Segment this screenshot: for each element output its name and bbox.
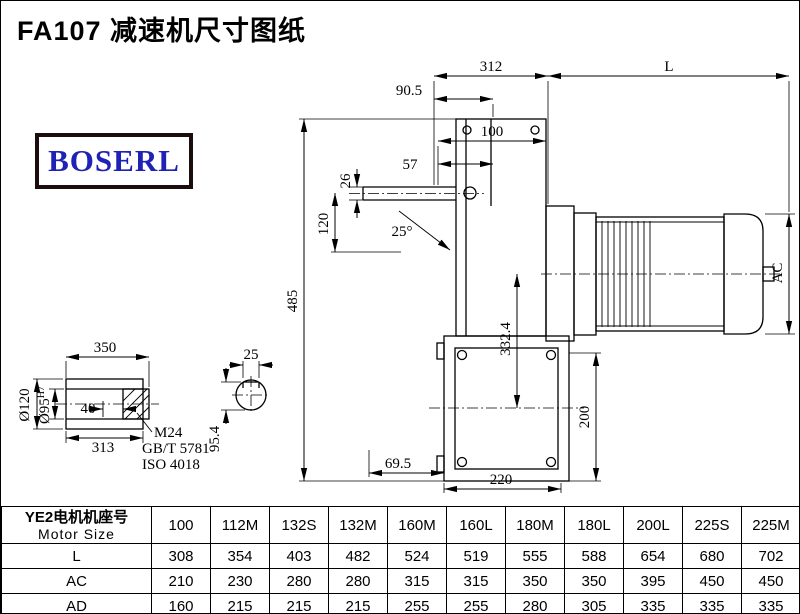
shaft-hatching: [102, 388, 153, 433]
dim-90-5: 90.5: [396, 83, 422, 99]
col-header: 112M: [210, 506, 270, 544]
shaft-end-view: [235, 379, 267, 411]
cell: 395: [623, 568, 683, 594]
cell: 335: [623, 593, 683, 613]
technical-drawing: 312 L 90.5 100 57 26 120 25° 485 AC 332.…: [17, 59, 795, 493]
cell: 555: [505, 543, 565, 569]
motor-size-header-cell: YE2电机机座号 Motor Size: [1, 506, 152, 544]
col-header: 225S: [682, 506, 742, 544]
page-title: FA107 减速机尺寸图纸: [17, 16, 307, 46]
dim-200: 200: [577, 406, 593, 429]
dim-25deg: 25°: [392, 224, 413, 240]
boserl-logo: BOSERL: [35, 133, 193, 189]
label-iso: ISO 4018: [142, 457, 200, 473]
motor-size-table: YE2电机机座号 Motor Size 100 112M 132S 132M 1…: [1, 506, 799, 613]
table-row: AC 210 230 280 280 315 315 350 350 395 4…: [1, 568, 799, 594]
cell: 315: [446, 568, 506, 594]
motor-size-label-cn: YE2电机机座号: [24, 508, 129, 526]
cell: 255: [387, 593, 447, 613]
dim-dia95h7: Ø95H7: [36, 386, 53, 424]
dim-L: L: [664, 59, 673, 75]
cell: 280: [505, 593, 565, 613]
col-header: 180L: [564, 506, 624, 544]
dim-313: 313: [92, 440, 115, 456]
cell: 230: [210, 568, 270, 594]
cell: 215: [210, 593, 270, 613]
dim-AC: AC: [770, 263, 786, 284]
col-header: 160M: [387, 506, 447, 544]
extension-lines-main: [299, 81, 795, 493]
cell: 308: [151, 543, 211, 569]
col-header: 100: [151, 506, 211, 544]
row-label: AD: [1, 593, 152, 613]
cell: 588: [564, 543, 624, 569]
cell: 702: [741, 543, 799, 569]
dim-220: 220: [490, 472, 513, 488]
row-label: AC: [1, 568, 152, 594]
col-header: 160L: [446, 506, 506, 544]
boserl-logo-text: BOSERL: [48, 143, 180, 178]
dimension-lines-main: [300, 72, 793, 493]
cell: 255: [446, 593, 506, 613]
dim-95-4: 95.4: [207, 425, 223, 452]
cell: 350: [505, 568, 565, 594]
cell: 210: [151, 568, 211, 594]
dim-57: 57: [403, 157, 419, 173]
motor: [545, 205, 775, 342]
label-m24: M24: [154, 425, 183, 441]
dim-332-4: 332.4: [498, 322, 514, 356]
cell: 280: [328, 568, 388, 594]
cell: 482: [328, 543, 388, 569]
extension-lines-detail: [33, 361, 260, 443]
dim-312: 312: [480, 59, 503, 75]
cell: 680: [682, 543, 742, 569]
dim-485: 485: [285, 290, 301, 313]
cell: 519: [446, 543, 506, 569]
dimension-lines-detail: [33, 353, 273, 442]
dim-69-5: 69.5: [385, 456, 411, 472]
cell: 215: [269, 593, 329, 613]
cell: 160: [151, 593, 211, 613]
col-header: 132M: [328, 506, 388, 544]
col-header: 132S: [269, 506, 329, 544]
table-row: AD 160 215 215 215 255 255 280 305 335 3…: [1, 593, 799, 613]
cell: 315: [387, 568, 447, 594]
centerlines: [349, 193, 781, 409]
col-header: 200L: [623, 506, 683, 544]
dim-dia120: Ø120: [17, 388, 33, 421]
dim-25: 25: [244, 347, 259, 363]
cell: 350: [564, 568, 624, 594]
dim-350: 350: [94, 340, 117, 356]
motor-size-label-en: Motor Size: [38, 525, 115, 542]
dim-100: 100: [481, 124, 504, 140]
gearbox-housing: [436, 118, 570, 482]
cell: 280: [269, 568, 329, 594]
cell: 335: [741, 593, 799, 613]
cell: 335: [682, 593, 742, 613]
angle-indicator: [398, 210, 451, 251]
dim-40: 40: [81, 401, 96, 417]
cell: 654: [623, 543, 683, 569]
col-header: 225M: [741, 506, 799, 544]
cell: 354: [210, 543, 270, 569]
cell: 305: [564, 593, 624, 613]
table-header-row: YE2电机机座号 Motor Size 100 112M 132S 132M 1…: [1, 506, 799, 544]
table-row: L 308 354 403 482 524 519 555 588 654 68…: [1, 543, 799, 569]
row-label: L: [1, 543, 152, 569]
dim-120: 120: [316, 213, 332, 236]
cell: 524: [387, 543, 447, 569]
col-header: 180M: [505, 506, 565, 544]
cell: 403: [269, 543, 329, 569]
dim-26: 26: [338, 173, 354, 189]
cell: 215: [328, 593, 388, 613]
label-gbt: GB/T 5781: [142, 441, 210, 457]
cell: 450: [682, 568, 742, 594]
cell: 450: [741, 568, 799, 594]
